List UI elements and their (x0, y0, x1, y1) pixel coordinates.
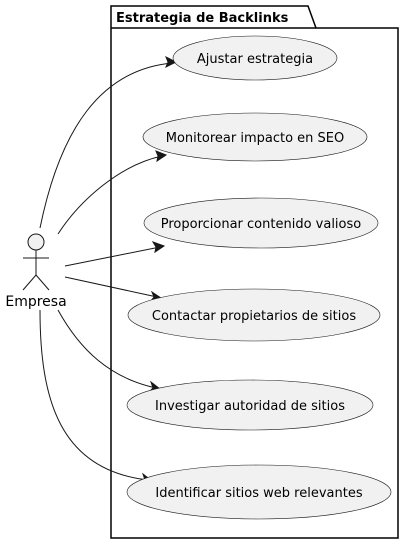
actor-head (27, 233, 45, 251)
arrowhead (155, 150, 168, 163)
use-case: Identificar sitios web relevantes (126, 464, 392, 520)
use-case-ellipse (126, 464, 392, 520)
relation-edge (64, 276, 158, 298)
use-case-ellipse (172, 35, 338, 81)
relation-edge (64, 246, 161, 267)
use-case-label: Ajustar estrategia (197, 52, 313, 67)
arrowhead (151, 241, 166, 254)
package: Estrategia de Backlinks (110, 5, 399, 539)
relation-edge (39, 309, 149, 481)
use-case-label: Proporcionar contenido valioso (161, 217, 362, 232)
actor: Empresa (5, 233, 67, 310)
actor-label: Empresa (5, 294, 66, 310)
use-case: Proporcionar contenido valioso (143, 197, 379, 249)
actor-left-leg (22, 274, 37, 291)
use-case-label: Investigar autoridad de sitios (155, 399, 345, 414)
relation-edge (57, 309, 157, 389)
use-case: Investigar autoridad de sitios (126, 379, 374, 431)
relation-edge (39, 62, 173, 229)
package-frame (110, 5, 399, 539)
arrowhead (165, 55, 178, 69)
use-case: Monitorear impacto en SEO (142, 112, 368, 162)
relation-edge (57, 155, 163, 235)
use-case: Ajustar estrategia (172, 35, 338, 81)
actor-right-leg (35, 274, 50, 291)
use-case-ellipse (126, 379, 374, 431)
package-title: Estrategia de Backlinks (116, 11, 289, 26)
use-case-label: Contactar propietarios de sitios (152, 309, 356, 324)
use-case-label: Monitorear impacto en SEO (166, 131, 344, 146)
use-case-ellipse (142, 112, 368, 162)
use-case: Contactar propietarios de sitios (127, 288, 381, 342)
use-case-label: Identificar sitios web relevantes (155, 486, 362, 501)
use-case-ellipse (143, 197, 379, 249)
use-case-ellipse (127, 288, 381, 342)
